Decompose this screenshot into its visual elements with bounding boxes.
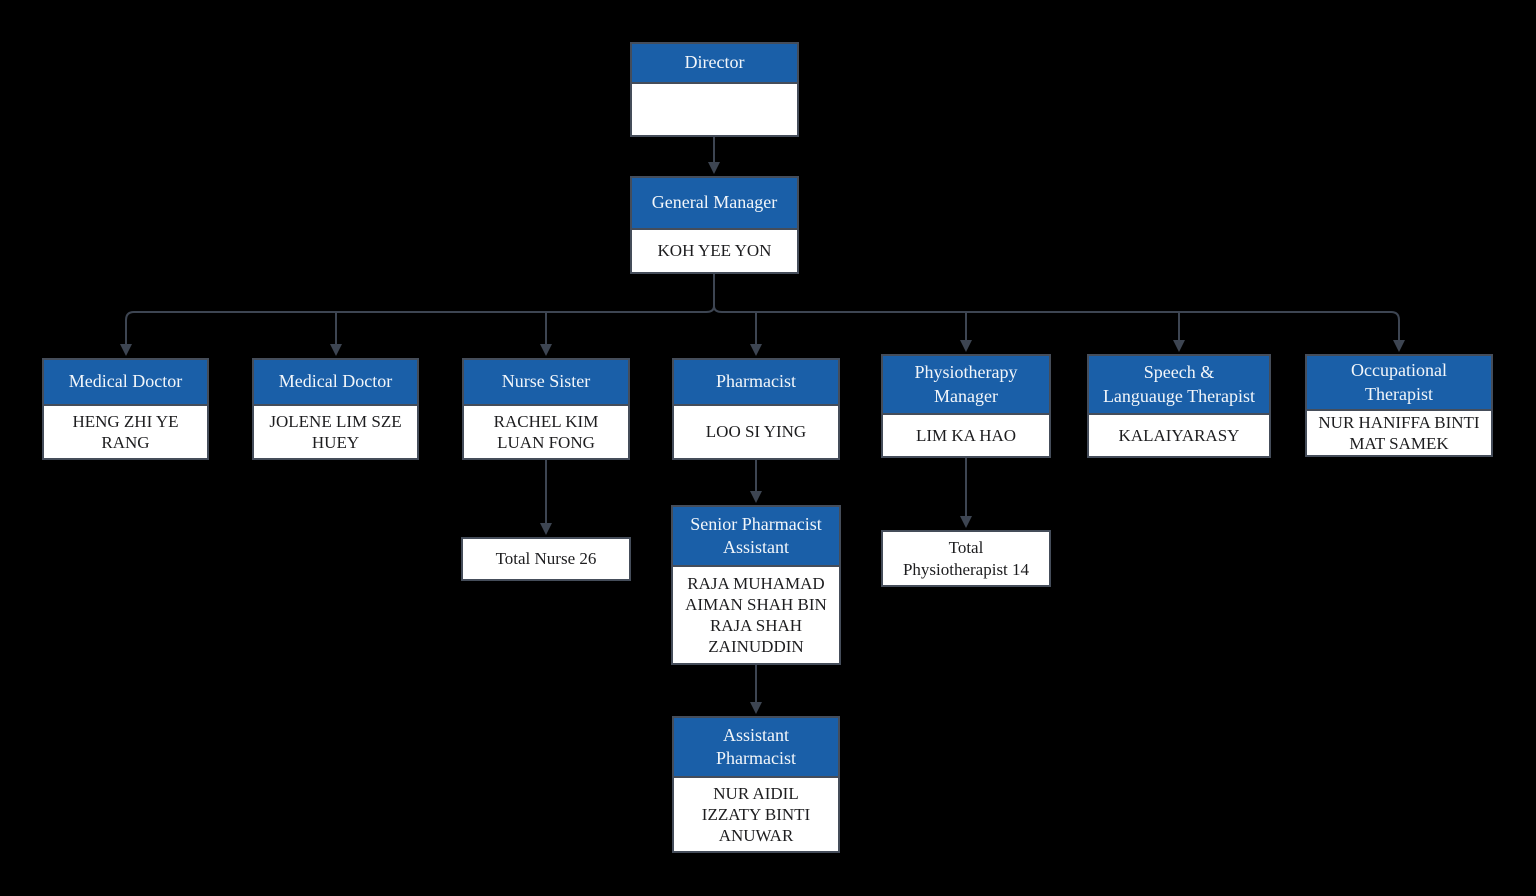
node-nurse-sister: Nurse Sister RACHEL KIM LUAN FONG [462,358,630,460]
node-medical-doctor-2: Medical Doctor JOLENE LIM SZE HUEY [252,358,419,460]
node-total-physiotherapist: Total Physiotherapist 14 [881,530,1051,587]
node-occupational-therapist: Occupational Therapist NUR HANIFFA BINTI… [1305,354,1493,457]
total-label: Total Nurse 26 [495,549,597,569]
node-person-name: KALAIYARASY [1089,413,1269,456]
node-person-name: RACHEL KIM LUAN FONG [464,404,628,458]
node-title: Medical Doctor [44,360,207,404]
node-title: Speech & Languauge Therapist [1089,356,1269,413]
node-title: Occupational Therapist [1307,356,1491,409]
node-title: Assistant Pharmacist [674,718,838,776]
node-person-name: HENG ZHI YE RANG [44,404,207,458]
node-general-manager: General Manager KOH YEE YON [630,176,799,274]
node-physiotherapy-manager: Physiotherapy Manager LIM KA HAO [881,354,1051,458]
node-speech-language-therapist: Speech & Languauge Therapist KALAIYARASY [1087,354,1271,458]
node-title: Nurse Sister [464,360,628,404]
node-total-nurse: Total Nurse 26 [461,537,631,581]
node-assistant-pharmacist: Assistant Pharmacist NUR AIDIL IZZATY BI… [672,716,840,853]
node-person-name: KOH YEE YON [632,228,797,272]
node-person-name: NUR AIDIL IZZATY BINTI ANUWAR [674,776,838,851]
node-title: Physiotherapy Manager [883,356,1049,413]
node-title: Pharmacist [674,360,838,404]
node-person-name: NUR HANIFFA BINTI MAT SAMEK [1307,409,1491,455]
node-title: Medical Doctor [254,360,417,404]
node-pharmacist: Pharmacist LOO SI YING [672,358,840,460]
node-person-name: JOLENE LIM SZE HUEY [254,404,417,458]
total-label: Total Physiotherapist 14 [902,538,1030,579]
node-title: Senior Pharmacist Assistant [673,507,839,565]
edge-gm-right [713,305,1405,352]
node-medical-doctor-1: Medical Doctor HENG ZHI YE RANG [42,358,209,460]
node-title: Director [632,44,797,82]
node-director: Director [630,42,799,137]
node-person-name: RAJA MUHAMAD AIMAN SHAH BIN RAJA SHAH ZA… [673,565,839,663]
node-title: General Manager [632,178,797,228]
node-person-name: LOO SI YING [674,404,838,458]
node-person-name [632,82,797,135]
node-person-name: LIM KA HAO [883,413,1049,456]
edge-gm-left [120,305,715,356]
node-senior-pharmacist-assistant: Senior Pharmacist Assistant RAJA MUHAMAD… [671,505,841,665]
